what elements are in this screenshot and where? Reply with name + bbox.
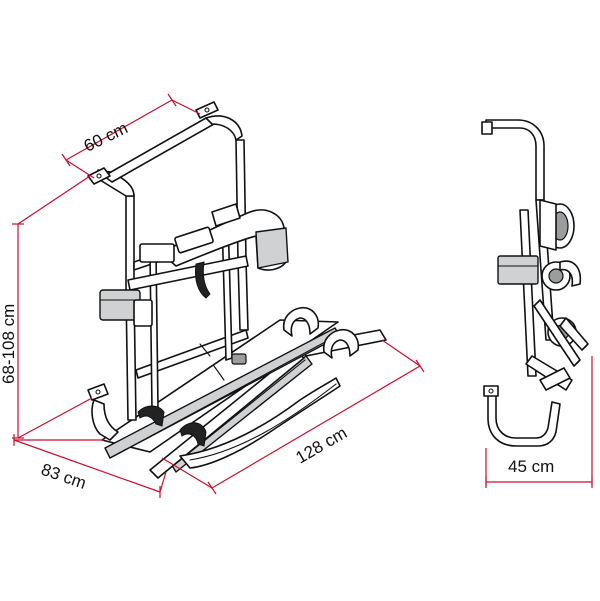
holding-arm xyxy=(127,255,249,299)
dimension-side-depth: 45 cm xyxy=(485,356,593,488)
rack-perspective-view xyxy=(87,101,387,479)
rear-wheel-rail xyxy=(149,329,387,479)
depth-label: 83 cm xyxy=(39,460,89,493)
left-mounting-foot xyxy=(87,383,119,441)
side-clamp-middle xyxy=(541,260,582,291)
length-label: 128 cm xyxy=(293,423,351,467)
dimension-height: 68-108 cm xyxy=(0,175,93,439)
side-lock-box xyxy=(497,255,539,285)
height-label: 68-108 cm xyxy=(0,304,18,384)
wheel-clamps xyxy=(137,306,360,447)
width-label: 60 cm xyxy=(81,118,131,155)
rack-side-view xyxy=(481,119,589,447)
hinge-detail xyxy=(199,343,247,381)
upper-clamp-arm xyxy=(139,203,289,271)
lower-support-arm xyxy=(179,377,341,469)
lock-box xyxy=(99,289,153,327)
side-depth-label: 45 cm xyxy=(508,457,554,476)
side-bottom-hook xyxy=(483,385,561,447)
side-clamp-upper xyxy=(539,199,575,251)
